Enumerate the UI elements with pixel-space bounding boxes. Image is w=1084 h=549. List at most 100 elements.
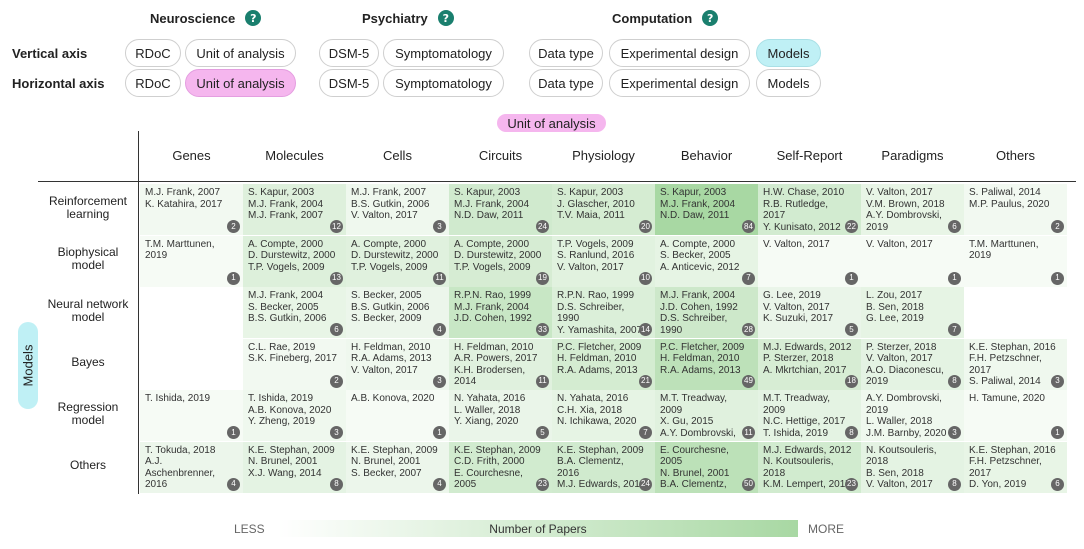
- paper-reference: M.T. Treadway,: [763, 393, 831, 404]
- matrix-cell[interactable]: [964, 287, 1067, 338]
- vertical-option-rdoc[interactable]: RDoC: [125, 39, 181, 67]
- help-icon[interactable]: ?: [245, 10, 262, 26]
- matrix-cell[interactable]: [140, 338, 243, 390]
- paper-reference: Aschenbrenner,: [145, 467, 216, 479]
- horizontal-option-rdoc[interactable]: RDoC: [125, 69, 181, 97]
- paper-reference: M.P. Paulus, 2020: [969, 198, 1050, 210]
- paper-reference: G. Lee, 2019: [866, 313, 924, 324]
- paper-reference: R.A. Adams, 2013: [660, 364, 741, 376]
- column-header: Circuits: [478, 148, 523, 163]
- horizontal-option-data-type[interactable]: Data type: [529, 69, 603, 97]
- legend-more-label: MORE: [808, 522, 844, 536]
- help-icon[interactable]: ?: [437, 10, 454, 26]
- paper-reference: V. Valton, 2017: [866, 238, 933, 250]
- paper-reference: K.E. Stephan, 2016: [969, 444, 1056, 456]
- paper-count-badge: 7: [639, 426, 652, 439]
- horizontal-option-models[interactable]: Models: [756, 69, 821, 97]
- paper-reference: A.Y. Dombrovski,: [866, 210, 942, 221]
- paper-count-badge: 1: [433, 426, 446, 439]
- vertical-option-dsm5[interactable]: DSM-5: [319, 39, 379, 67]
- vertical-option-experimental-design[interactable]: Experimental design: [609, 39, 750, 67]
- paper-count-badge: 8: [948, 477, 961, 491]
- paper-count-badge: 4: [433, 323, 446, 336]
- horizontal-option-symptomatology[interactable]: Symptomatology: [383, 69, 504, 97]
- vertical-option-models[interactable]: Models: [756, 39, 821, 67]
- vertical-option-symptomatology[interactable]: Symptomatology: [383, 39, 504, 67]
- paper-count-badge: 8: [330, 477, 343, 491]
- horizontal-option-experimental-design[interactable]: Experimental design: [609, 69, 750, 97]
- matrix-cell[interactable]: [140, 287, 243, 338]
- paper-count-badge: 50: [742, 477, 755, 491]
- horizontal-option-dsm5[interactable]: DSM-5: [319, 69, 379, 97]
- paper-reference: L. Waller, 2018: [866, 416, 933, 427]
- paper-reference: L. Waller, 2018: [454, 404, 521, 416]
- horizontal-option-unit-of-analysis[interactable]: Unit of analysis: [185, 69, 296, 97]
- paper-count-badge: 5: [845, 323, 858, 336]
- paper-reference: A. Anticevic, 2012: [660, 261, 740, 273]
- paper-count-badge: 22: [845, 220, 858, 233]
- paper-reference: N.C. Hettige, 2017: [763, 416, 846, 427]
- paper-count-badge: 2: [330, 374, 343, 388]
- paper-reference: J.M. Barnby, 2020: [866, 427, 947, 439]
- vertical-option-unit-of-analysis[interactable]: Unit of analysis: [185, 39, 296, 67]
- help-icon[interactable]: ?: [702, 10, 719, 26]
- paper-reference: V. Valton, 2017: [763, 301, 830, 313]
- row-header: Bayes: [71, 354, 105, 369]
- paper-reference: R.P.N. Rao, 1999: [454, 290, 532, 301]
- paper-reference: S. Kapur, 2003: [454, 187, 521, 198]
- paper-reference: A.J.: [145, 456, 163, 467]
- vertical-option-data-type[interactable]: Data type: [529, 39, 603, 67]
